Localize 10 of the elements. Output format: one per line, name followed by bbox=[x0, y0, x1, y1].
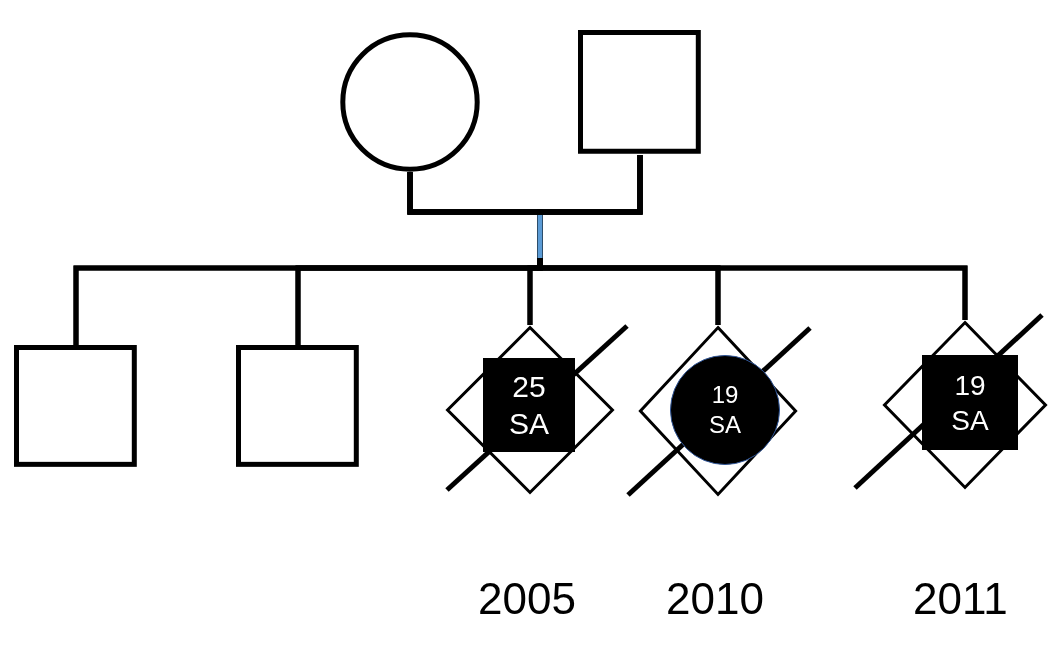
year-label: 2010 bbox=[666, 577, 764, 621]
male-symbol bbox=[236, 345, 360, 468]
year-label: 2011 bbox=[913, 577, 1008, 621]
year-label: 2005 bbox=[478, 577, 576, 621]
filled-square: 25 SA bbox=[483, 358, 575, 452]
filled-square: 19 SA bbox=[922, 355, 1018, 450]
pedigree-line bbox=[537, 155, 968, 320]
male-symbol bbox=[14, 345, 138, 468]
male-symbol bbox=[578, 30, 702, 155]
female-symbol bbox=[340, 32, 480, 172]
